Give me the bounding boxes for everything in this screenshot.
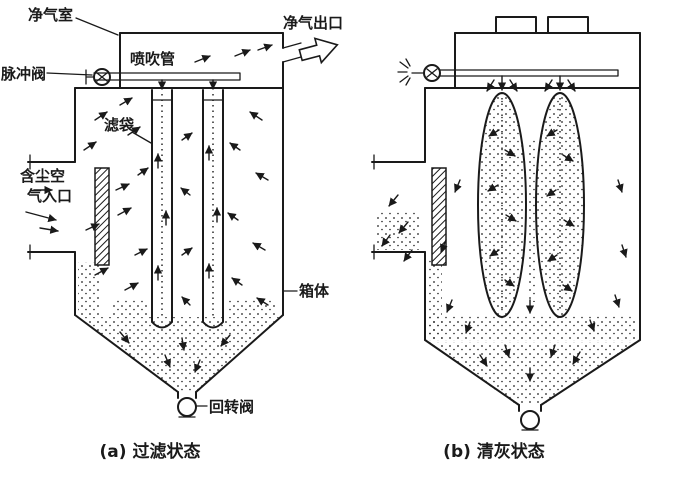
label-pulse-valve: 脉冲阀 — [0, 65, 46, 83]
label-dusty-air-inlet-line1: 含尘空 — [20, 167, 65, 185]
rotary-valve-b-icon — [520, 410, 540, 431]
filter-bags-a — [151, 89, 224, 329]
label-dusty-air-inlet-line2: 气入口 — [26, 187, 72, 205]
labels-layer: 净气室 脉冲阀 喷吹管 净气出口 滤袋 含尘空 气入口 箱体 回转阀 (a) 过… — [0, 6, 545, 462]
label-filter-bag: 滤袋 — [104, 116, 135, 134]
pulse-valve-b-icon — [397, 58, 441, 86]
label-rotary-valve: 回转阀 — [209, 398, 254, 416]
label-casing: 箱体 — [299, 282, 330, 300]
label-clean-air-outlet: 净气出口 — [283, 14, 343, 32]
unit-a — [25, 32, 339, 418]
clean-air-outlet-arrow — [298, 37, 339, 65]
unit-a-casing-outline — [27, 32, 302, 399]
unit-a-dust-stipple — [78, 262, 279, 391]
label-clean-air-chamber: 净气室 — [28, 6, 73, 24]
caption-state-a: (a) 过滤状态 — [100, 441, 201, 462]
label-blow-pipe: 喷吹管 — [130, 50, 175, 68]
inlet-baffle-b — [431, 167, 447, 266]
blow-pipe-a — [93, 72, 241, 90]
caption-state-b: (b) 清灰状态 — [443, 441, 545, 462]
unit-b-casing-outline — [371, 16, 641, 412]
unit-a-flow-arrows — [25, 43, 273, 373]
unit-b — [371, 16, 641, 431]
blow-pipe-b — [439, 69, 619, 92]
inlet-baffle-a — [94, 167, 110, 266]
rotary-valve-a-icon — [177, 397, 197, 418]
label-leaders — [46, 17, 298, 407]
unit-b-flow-arrows — [381, 128, 628, 382]
pulse-valve-a-icon — [85, 68, 111, 86]
